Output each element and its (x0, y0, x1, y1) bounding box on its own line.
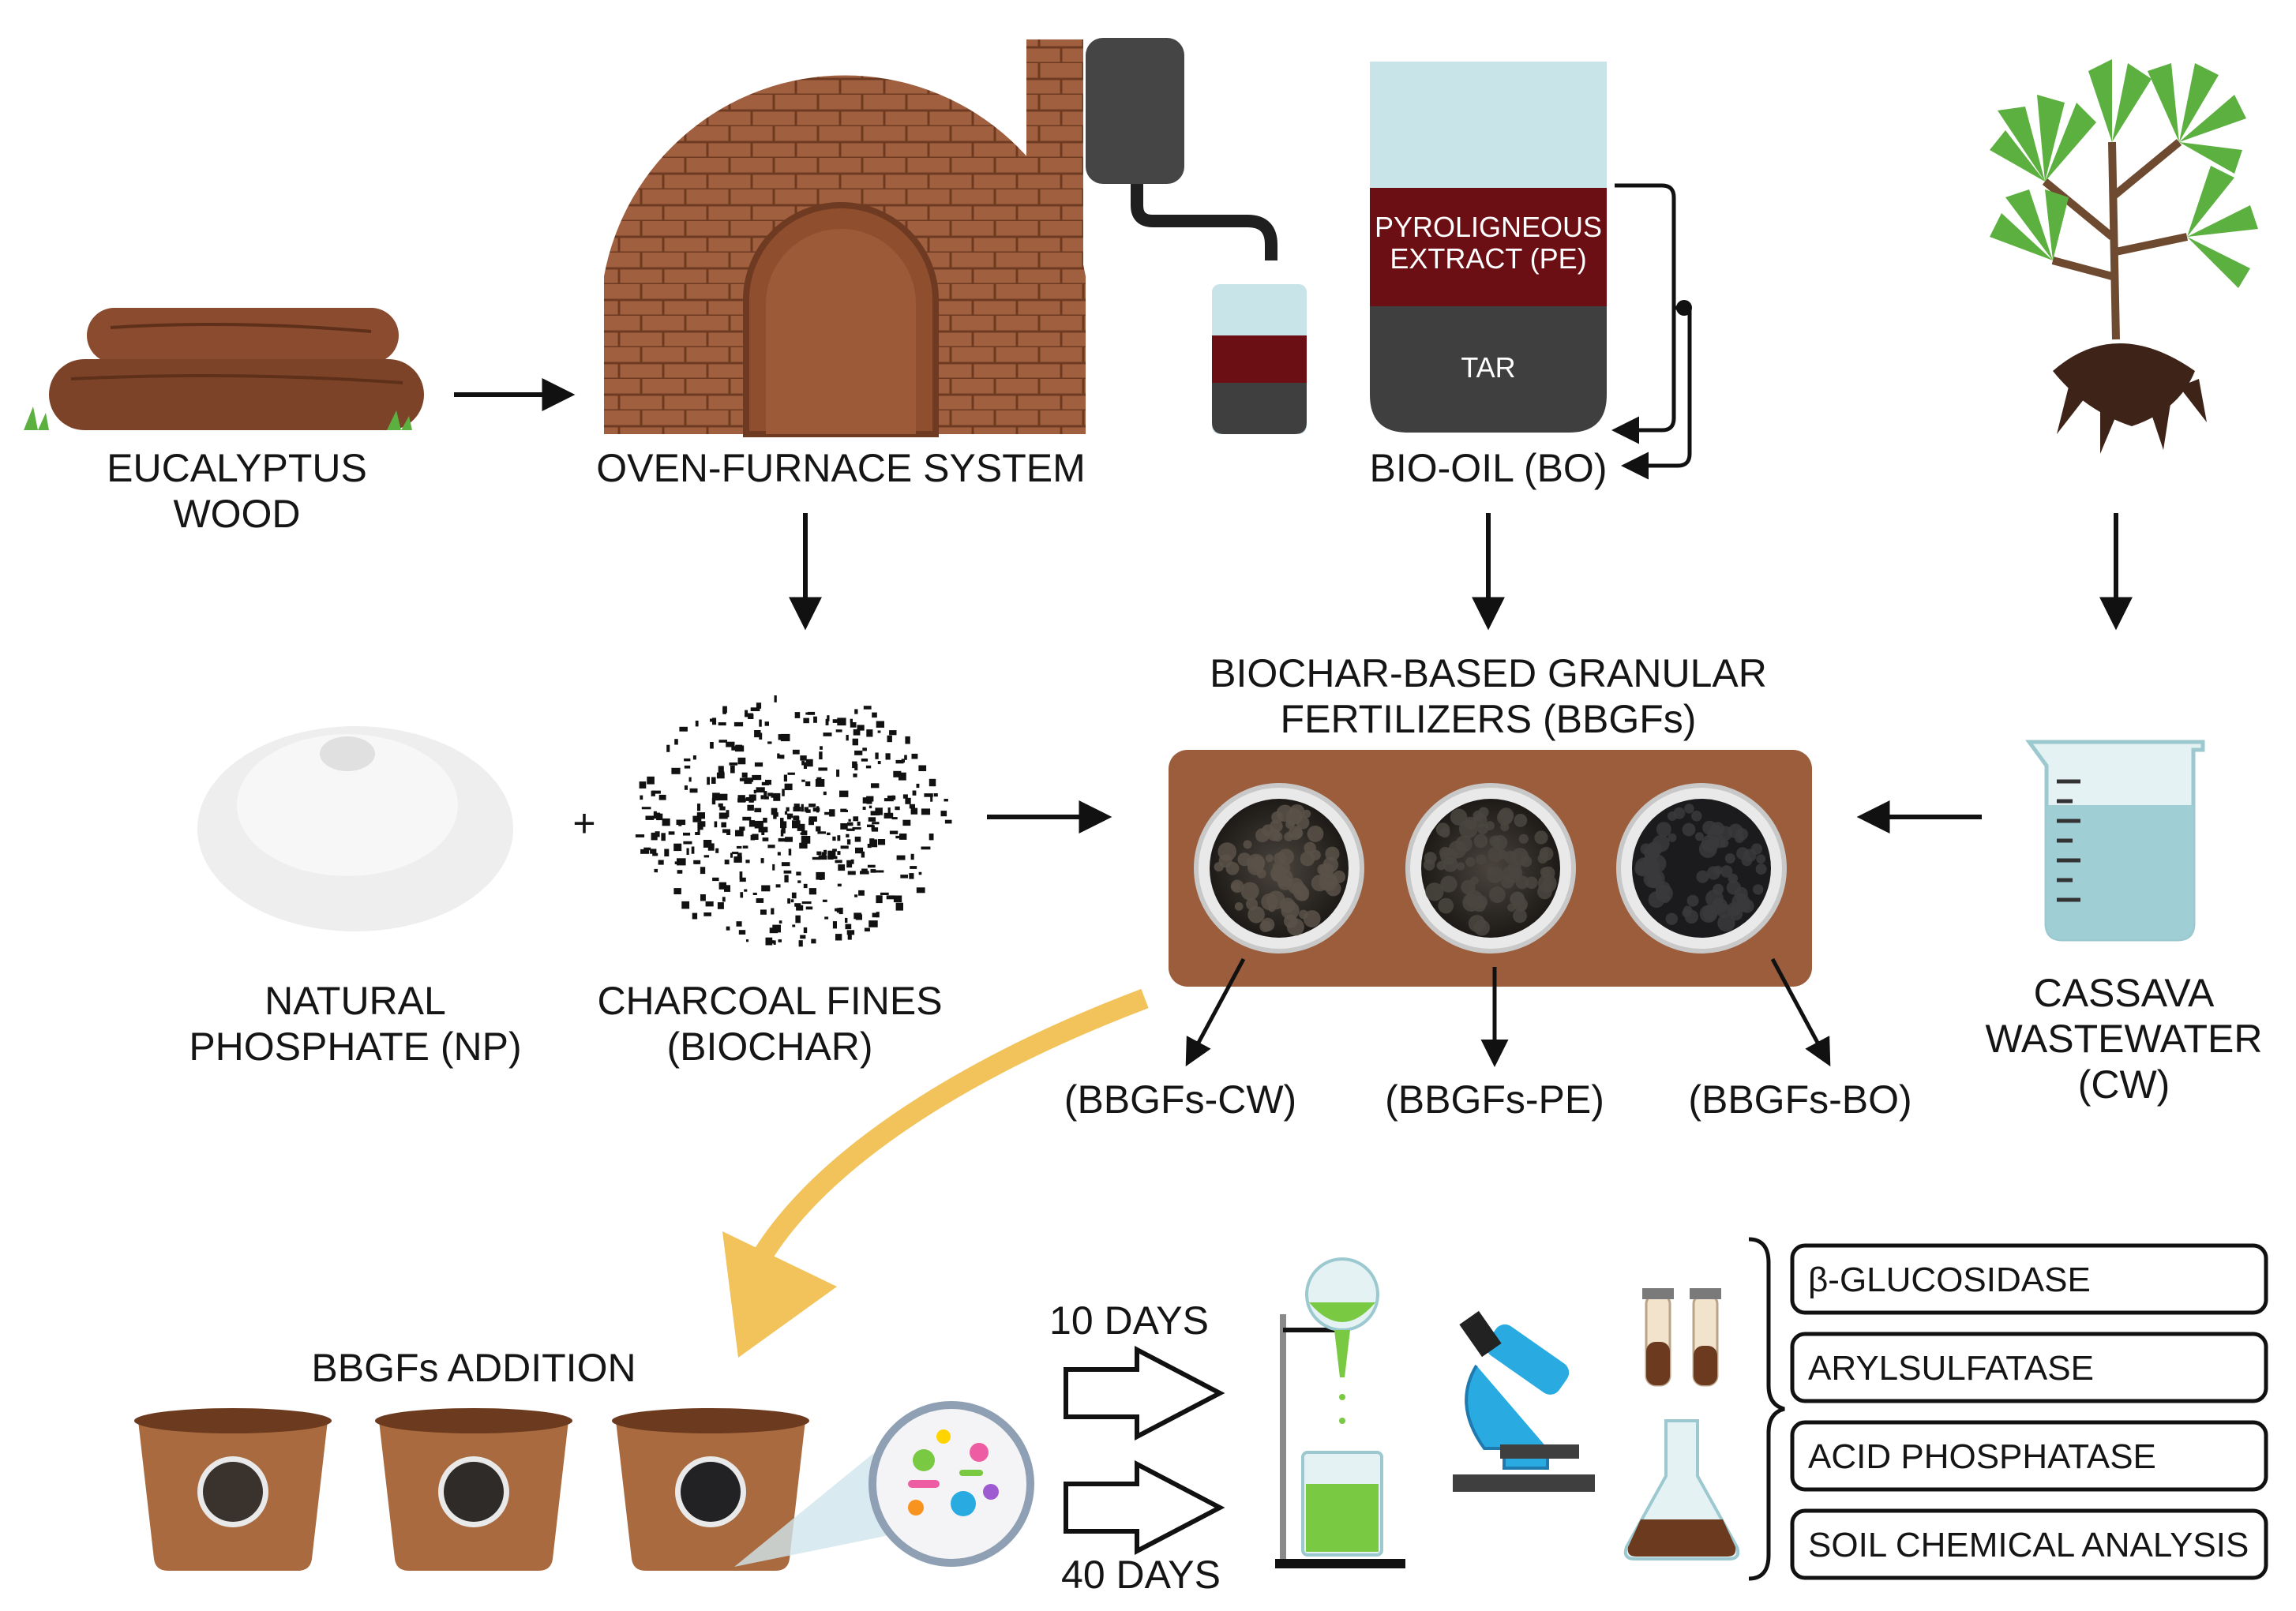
cassava-label-line2: WASTEWATER (1986, 1017, 2263, 1061)
analysis-list: β-GLUCOSIDASE ARYLSULFATASE ACID PHOSPHATA… (1790, 1243, 2268, 1580)
bracket-node (1676, 300, 1692, 316)
analysis-item: SOIL CHEMICAL ANALYSIS (1790, 1508, 2268, 1580)
charcoal-label-line1: CHARCOAL FINES (597, 979, 942, 1023)
bio-oil-beaker-illustration (1370, 62, 1607, 433)
bbgf-bo-label: (BBGFs-BO) (1688, 1077, 1911, 1122)
microbes-circle (869, 1401, 1034, 1567)
charcoal-fines-powder (635, 695, 952, 947)
pe-label-line1: PYROLIGNEOUS (1375, 211, 1602, 243)
arrow-40-days (1064, 1460, 1225, 1555)
eucalyptus-label-line2: WOOD (173, 492, 300, 536)
analysis-label: SOIL CHEMICAL ANALYSIS (1808, 1526, 2249, 1564)
days10-label: 10 DAYS (1049, 1298, 1209, 1343)
bbgf-title-line1: BIOCHAR-BASED GRANULAR (1210, 651, 1767, 695)
soil-pot (134, 1408, 332, 1571)
granule-texture (1214, 804, 1767, 936)
bracket-arrow-to-bio-oil (1611, 183, 1676, 444)
pe-label-line2: EXTRACT (PE) (1390, 242, 1586, 275)
cassava-wastewater-beaker (2025, 740, 2205, 942)
cassava-label-line3: (CW) (2078, 1062, 2170, 1107)
arrow-to-bbgf-bo (1770, 957, 1831, 1067)
test-tubes-icon (1642, 1288, 1721, 1387)
oven-furnace-illustration (604, 38, 1307, 437)
np-label-line2: PHOSPHATE (NP) (189, 1025, 521, 1069)
arrow-to-bbgf-cw (1185, 957, 1246, 1067)
charcoal-label-line2: (BIOCHAR) (666, 1025, 872, 1069)
bio-oil-label: BIO-OIL (BO) (1370, 446, 1608, 490)
analysis-item: ACID PHOSPHATASE (1790, 1420, 2268, 1492)
yellow-arrowhead (722, 1231, 837, 1358)
bbgf-pe-label: (BBGFs-PE) (1385, 1077, 1604, 1122)
days40-label: 40 DAYS (1061, 1553, 1221, 1597)
cassava-plant-illustration (1990, 59, 2258, 454)
cassava-label-line1: CASSAVA (2034, 971, 2215, 1015)
eucalyptus-wood-illustration (24, 308, 424, 430)
arrow-10-days (1064, 1346, 1225, 1441)
bracket-arrow-to-bio-oil-2 (1621, 305, 1692, 480)
soil-pot (375, 1408, 572, 1571)
analysis-item: ARYLSULFATASE (1790, 1332, 2268, 1403)
analysis-brace (1748, 1237, 1785, 1581)
bbgf-cw-label: (BBGFs-CW) (1064, 1077, 1296, 1122)
bbgf-title-line2: FERTILIZERS (BBGFs) (1281, 697, 1697, 741)
pots-group (134, 1408, 809, 1571)
plus-sign: + (572, 801, 595, 845)
oven-label: OVEN-FURNACE SYSTEM (596, 446, 1086, 490)
microscope-icon (1453, 1310, 1595, 1492)
flask-icon (1623, 1419, 1740, 1560)
tar-label: TAR (1461, 351, 1515, 384)
natural-phosphate-powder (197, 726, 513, 931)
yellow-curve-arrow (748, 988, 1149, 1268)
analysis-label: β-GLUCOSIDASE (1808, 1261, 2091, 1299)
analysis-label: ACID PHOSPHATASE (1808, 1437, 2156, 1476)
analysis-label: ARYLSULFATASE (1808, 1349, 2094, 1388)
analysis-item: β-GLUCOSIDASE (1790, 1243, 2268, 1315)
separatory-funnel-icon (1275, 1257, 1405, 1568)
bbgf-addition-label: BBGFs ADDITION (311, 1346, 636, 1390)
np-label-line1: NATURAL (264, 979, 446, 1023)
soil-pot (612, 1408, 809, 1571)
eucalyptus-label-line1: EUCALYPTUS (107, 446, 367, 490)
